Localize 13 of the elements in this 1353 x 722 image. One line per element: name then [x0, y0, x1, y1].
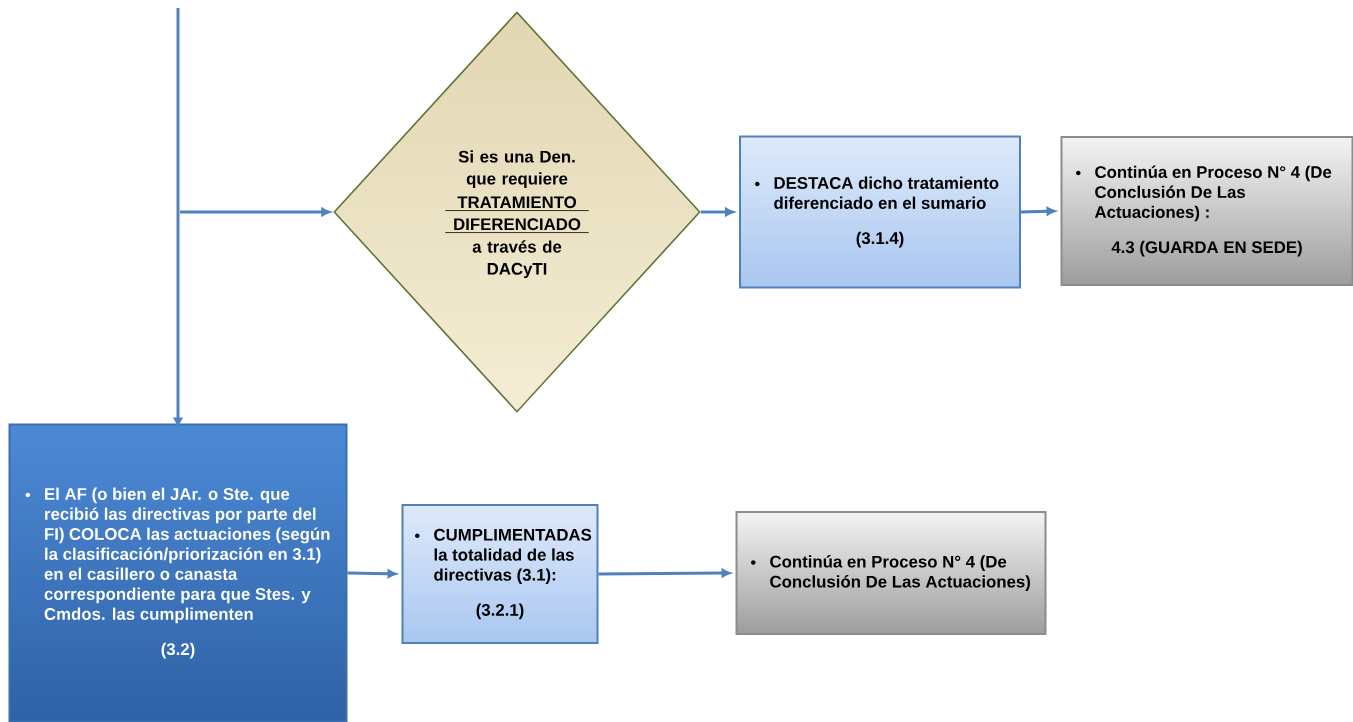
arrow — [180, 207, 331, 217]
arrow — [1020, 207, 1056, 216]
process-box: DESTACA dicho tratamiento diferenciado en el sumario (3.1.4) — [739, 135, 1021, 289]
arrow — [700, 207, 734, 217]
process-box: Continúa en Proceso N° 4 (De Conclusión De Las Actuaciones) : 4.3 (GUARDA EN SEDE) — [1060, 136, 1353, 286]
process-box: El AF (o bien el JAr. o Ste. que recibió las directivas por parte del FI) COLOCA las actuaciones (según la clasificación/priorización en 3.1) en el casillero o canasta correspondiente para que Stes. y Cmdos. las cumplimenten (3.2) — [8, 423, 348, 722]
decision-text: Si es una Den. que requiere — [458, 150, 575, 188]
decision-text: a través de DACyTI — [472, 240, 562, 279]
arrow — [347, 569, 397, 579]
arrow — [173, 8, 183, 427]
arrow — [598, 568, 731, 578]
process-box: CUMPLIMENTADAS la totalidad de las directivas (3.1): (3.2.1) — [401, 504, 599, 644]
process-box: Continúa en Proceso N° 4 (De Conclusión De Las Actuaciones) — [735, 511, 1047, 635]
